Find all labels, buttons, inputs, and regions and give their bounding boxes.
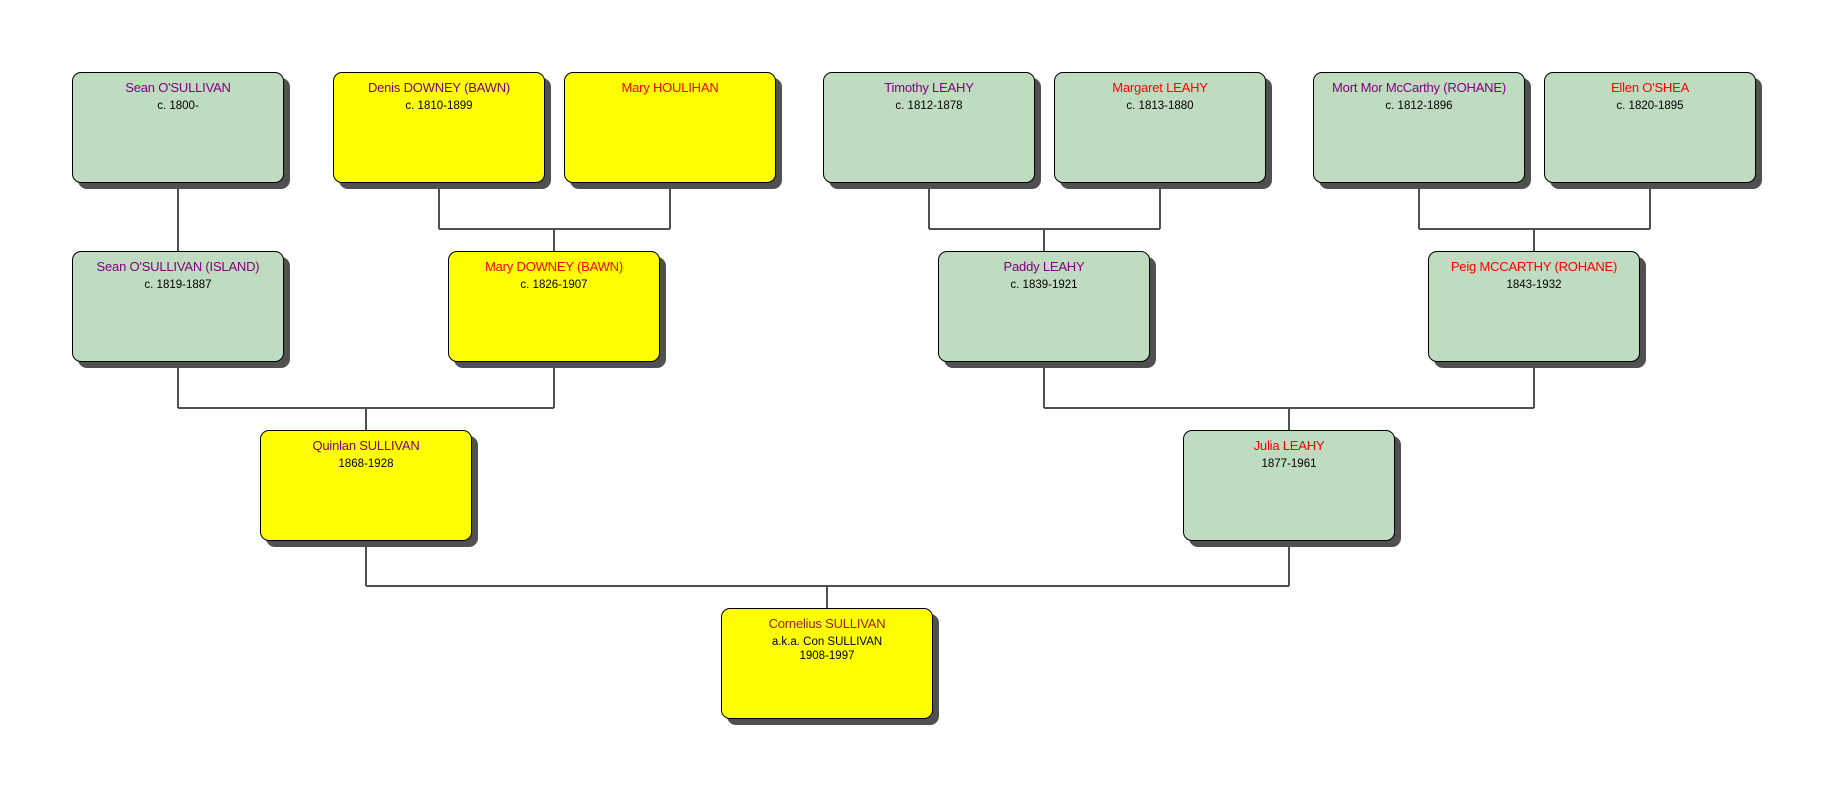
person-name: Mary DOWNEY (BAWN): [485, 259, 623, 274]
person-name: Quinlan SULLIVAN: [312, 438, 420, 453]
person-name: Sean O'SULLIVAN (ISLAND): [96, 259, 260, 274]
person-name: Cornelius SULLIVAN: [768, 616, 886, 631]
person-dates: c. 1812-1878: [895, 100, 963, 112]
person-name: Margaret LEAHY: [1112, 80, 1208, 95]
person-box-p9[interactable]: Mary DOWNEY (BAWN) c. 1826-1907: [448, 251, 660, 362]
person-name: Peig MCCARTHY (ROHANE): [1450, 259, 1618, 274]
person-dates: 1843-1932: [1506, 279, 1562, 291]
person-dates: c. 1839-1921: [1010, 279, 1078, 291]
person-box-p2[interactable]: Denis DOWNEY (BAWN) c. 1810-1899: [333, 72, 545, 183]
person-box-p1[interactable]: Sean O'SULLIVAN c. 1800-: [72, 72, 284, 183]
person-dates: c. 1810-1899: [405, 100, 473, 112]
person-name: Ellen O'SHEA: [1610, 80, 1690, 95]
person-name: Paddy LEAHY: [1003, 259, 1085, 274]
person-dates: 1868-1928: [338, 458, 394, 470]
person-box-p11[interactable]: Peig MCCARTHY (ROHANE) 1843-1932: [1428, 251, 1640, 362]
person-dates: c. 1820-1895: [1616, 100, 1684, 112]
person-box-p6[interactable]: Mort Mor McCarthy (ROHANE) c. 1812-1896: [1313, 72, 1525, 183]
person-name: Julia LEAHY: [1253, 438, 1325, 453]
person-name: Timothy LEAHY: [884, 80, 974, 95]
person-name: Denis DOWNEY (BAWN): [367, 80, 511, 95]
person-box-p5[interactable]: Margaret LEAHY c. 1813-1880: [1054, 72, 1266, 183]
person-dates: c. 1813-1880: [1126, 100, 1194, 112]
person-dates: c. 1800-: [157, 100, 199, 112]
person-name: Mary HOULIHAN: [621, 80, 719, 95]
person-name: Mort Mor McCarthy (ROHANE): [1332, 80, 1506, 95]
person-box-p13[interactable]: Julia LEAHY 1877-1961: [1183, 430, 1395, 541]
person-dates: c. 1826-1907: [520, 279, 588, 291]
person-dates: c. 1819-1887: [144, 279, 212, 291]
person-box-p7[interactable]: Ellen O'SHEA c. 1820-1895: [1544, 72, 1756, 183]
person-box-p8[interactable]: Sean O'SULLIVAN (ISLAND) c. 1819-1887: [72, 251, 284, 362]
person-dates: c. 1812-1896: [1385, 100, 1453, 112]
person-box-p14[interactable]: Cornelius SULLIVAN a.k.a. Con SULLIVAN 190…: [721, 608, 933, 719]
person-name: Sean O'SULLIVAN: [125, 80, 231, 95]
person-dates: 1877-1961: [1261, 458, 1317, 470]
person-box-p12[interactable]: Quinlan SULLIVAN 1868-1928: [260, 430, 472, 541]
person-dates: 1908-1997: [799, 650, 855, 662]
person-box-p10[interactable]: Paddy LEAHY c. 1839-1921: [938, 251, 1150, 362]
person-aka: a.k.a. Con SULLIVAN: [771, 636, 883, 648]
person-box-p4[interactable]: Timothy LEAHY c. 1812-1878: [823, 72, 1035, 183]
person-box-p3[interactable]: Mary HOULIHAN: [564, 72, 776, 183]
